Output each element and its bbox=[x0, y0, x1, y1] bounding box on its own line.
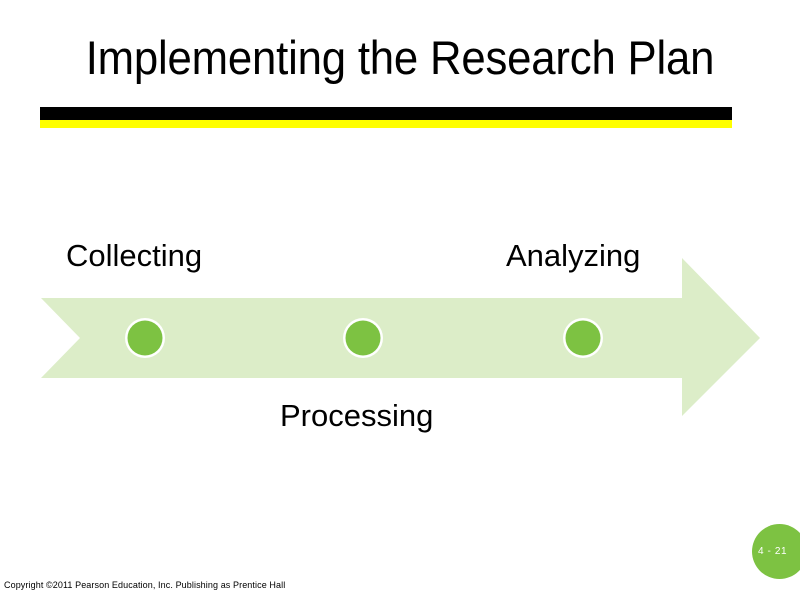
page-number-badge: 4 - 21 bbox=[752, 524, 800, 579]
stage-node-2-fill bbox=[345, 320, 381, 356]
stage-label-analyzing: Analyzing bbox=[506, 238, 641, 273]
stage-label-processing: Processing bbox=[280, 398, 434, 433]
title-divider-black bbox=[40, 107, 732, 120]
footer-copyright: Copyright ©2011 Pearson Education, Inc. … bbox=[4, 580, 286, 590]
stage-node-1-fill bbox=[127, 320, 163, 356]
stage-label-collecting: Collecting bbox=[66, 238, 203, 273]
page-title: Implementing the Research Plan bbox=[85, 31, 715, 84]
stage-node-3-fill bbox=[565, 320, 601, 356]
title-divider-yellow bbox=[40, 120, 732, 128]
process-arrow-diagram bbox=[0, 250, 800, 430]
arrow-shape bbox=[41, 258, 760, 416]
